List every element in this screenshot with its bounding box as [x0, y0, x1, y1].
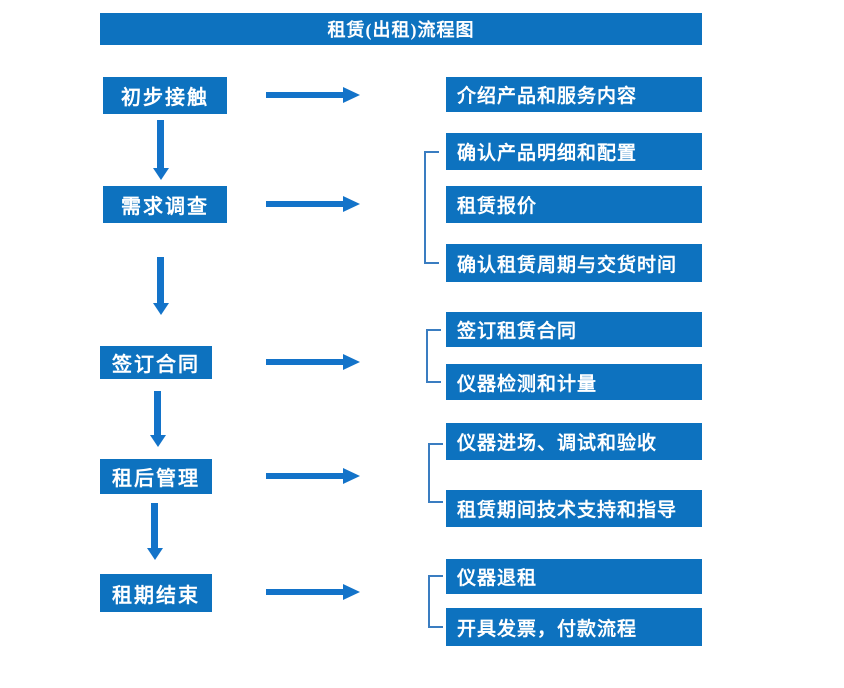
- detail-box-invoice-payment: 开具发票，付款流程: [446, 608, 702, 646]
- step-box-sign-contract: 签订合同: [100, 346, 212, 379]
- detail-box-confirm-period-delivery: 确认租赁周期与交货时间: [446, 244, 702, 282]
- step-box-demand-survey: 需求调查: [103, 186, 227, 223]
- step-box-initial-contact: 初步接触: [103, 77, 227, 114]
- bracket-post-rental-group: [428, 443, 443, 503]
- step-box-post-rental-management: 租后管理: [100, 459, 212, 494]
- detail-box-instrument-inspection: 仪器检测和计量: [446, 364, 702, 400]
- down-arrow-3: [150, 391, 166, 447]
- down-arrow-1: [153, 120, 169, 180]
- step-box-rental-end: 租期结束: [100, 574, 212, 612]
- down-arrow-2: [153, 257, 169, 315]
- detail-box-instrument-setup-acceptance: 仪器进场、调试和验收: [446, 423, 702, 460]
- right-arrow-3: [266, 354, 360, 370]
- detail-box-instrument-return: 仪器退租: [446, 559, 702, 594]
- bracket-sign-contract-group: [426, 329, 441, 383]
- down-arrow-4: [147, 503, 163, 560]
- detail-box-sign-rental-contract: 签订租赁合同: [446, 312, 702, 347]
- detail-box-tech-support-guidance: 租赁期间技术支持和指导: [446, 490, 702, 527]
- detail-box-intro-products-services: 介绍产品和服务内容: [446, 77, 702, 112]
- right-arrow-5: [266, 584, 360, 600]
- detail-box-rental-quote: 租赁报价: [446, 186, 702, 223]
- detail-box-confirm-product-config: 确认产品明细和配置: [446, 133, 702, 170]
- bracket-rental-end-group: [428, 575, 443, 628]
- right-arrow-1: [266, 87, 360, 103]
- flowchart-title: 租赁(出租)流程图: [100, 13, 702, 45]
- right-arrow-4: [266, 468, 360, 484]
- bracket-demand-survey-group: [424, 151, 439, 264]
- right-arrow-2: [266, 196, 360, 212]
